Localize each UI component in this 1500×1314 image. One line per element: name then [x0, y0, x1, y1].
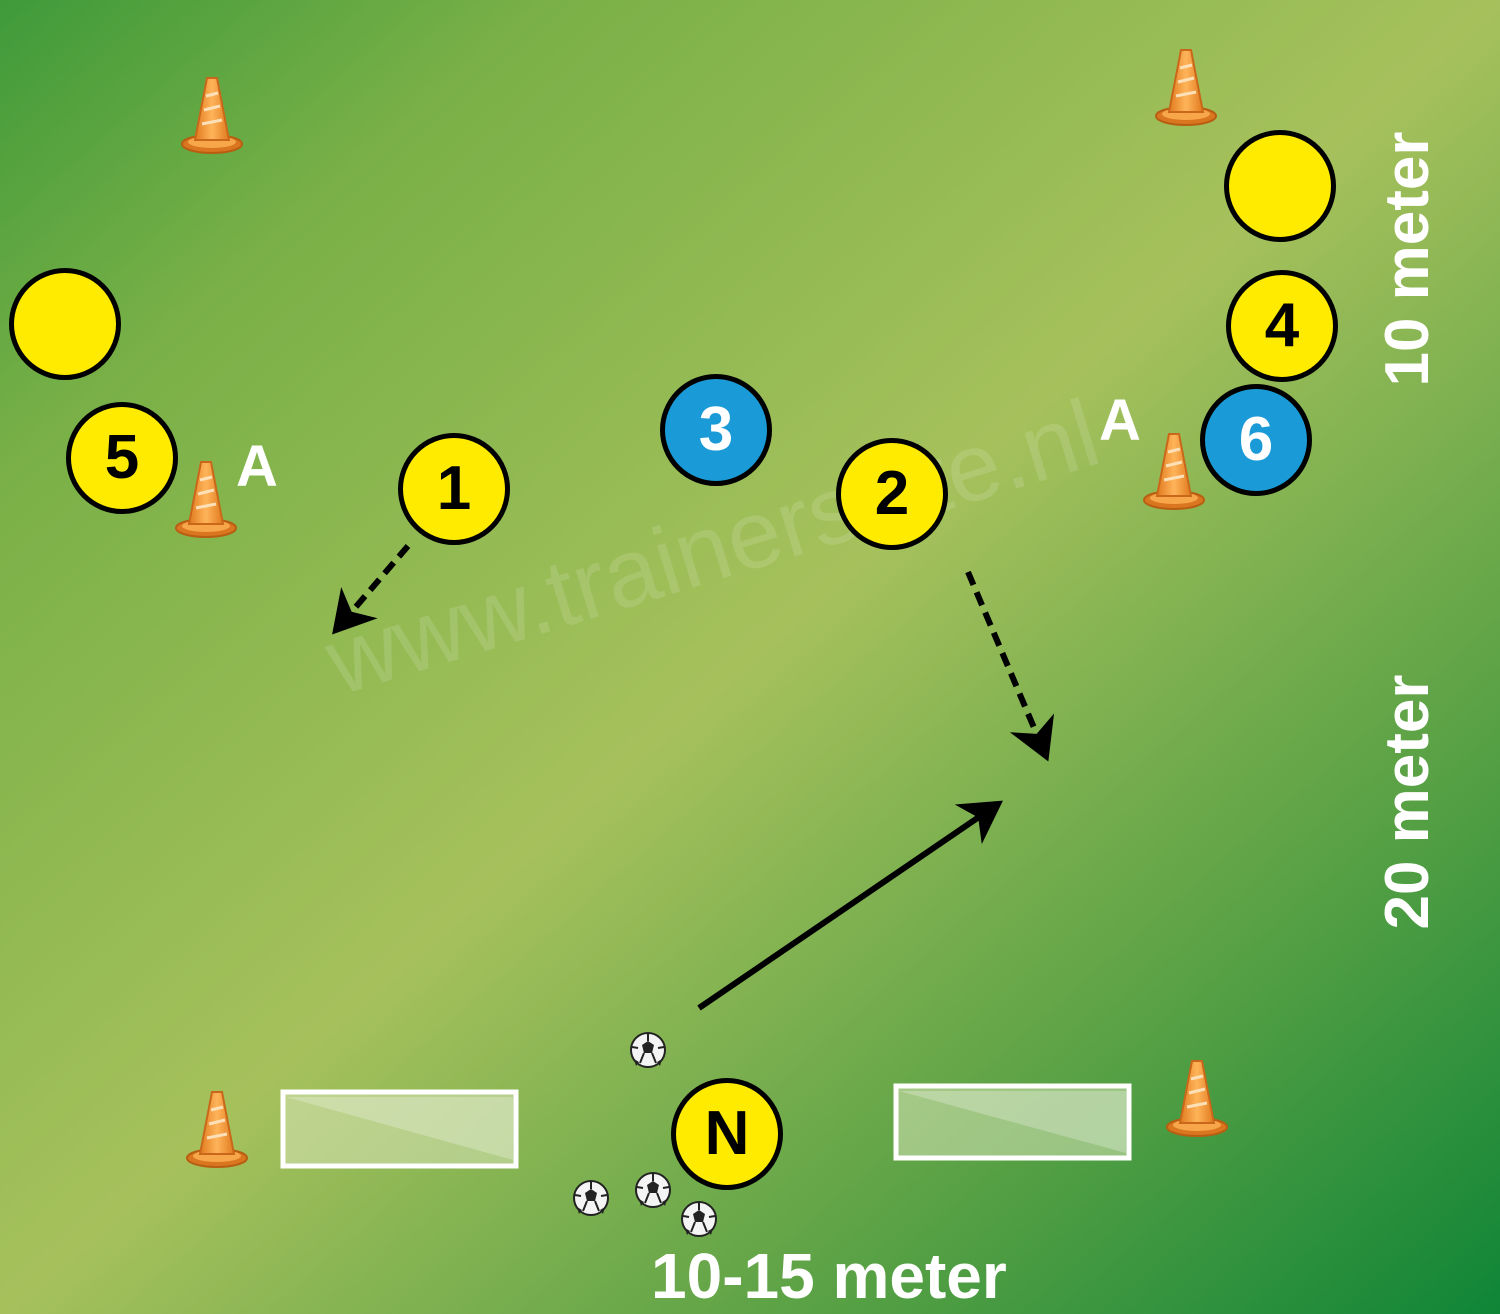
goal-icon — [280, 1089, 519, 1169]
ball-icon — [681, 1201, 717, 1237]
ball-icon — [573, 1180, 609, 1216]
player-empty-left[interactable] — [9, 268, 121, 380]
ball-icon — [630, 1032, 666, 1068]
arrow-icon — [332, 544, 411, 635]
dimension-10-meter: 10 meter — [1373, 131, 1442, 387]
player-empty-right[interactable] — [1224, 130, 1336, 242]
ball-icon — [635, 1172, 671, 1208]
goal-icon — [893, 1083, 1132, 1161]
label-a-right: A — [1099, 388, 1141, 453]
dimension-20-meter: 20 meter — [1373, 674, 1442, 930]
player-2[interactable]: 2 — [836, 438, 948, 550]
player-6[interactable]: 6 — [1200, 384, 1312, 496]
arrow-icon — [697, 800, 1003, 1011]
player-3[interactable]: 3 — [660, 374, 772, 486]
dimension-10-15-meter: 10-15 meter — [651, 1240, 1007, 1312]
label-a-left: A — [236, 434, 278, 499]
player-1[interactable]: 1 — [398, 433, 510, 545]
player-n[interactable]: N — [671, 1078, 783, 1190]
player-4[interactable]: 4 — [1226, 270, 1338, 382]
arrow-icon — [965, 570, 1055, 762]
player-5[interactable]: 5 — [66, 402, 178, 514]
